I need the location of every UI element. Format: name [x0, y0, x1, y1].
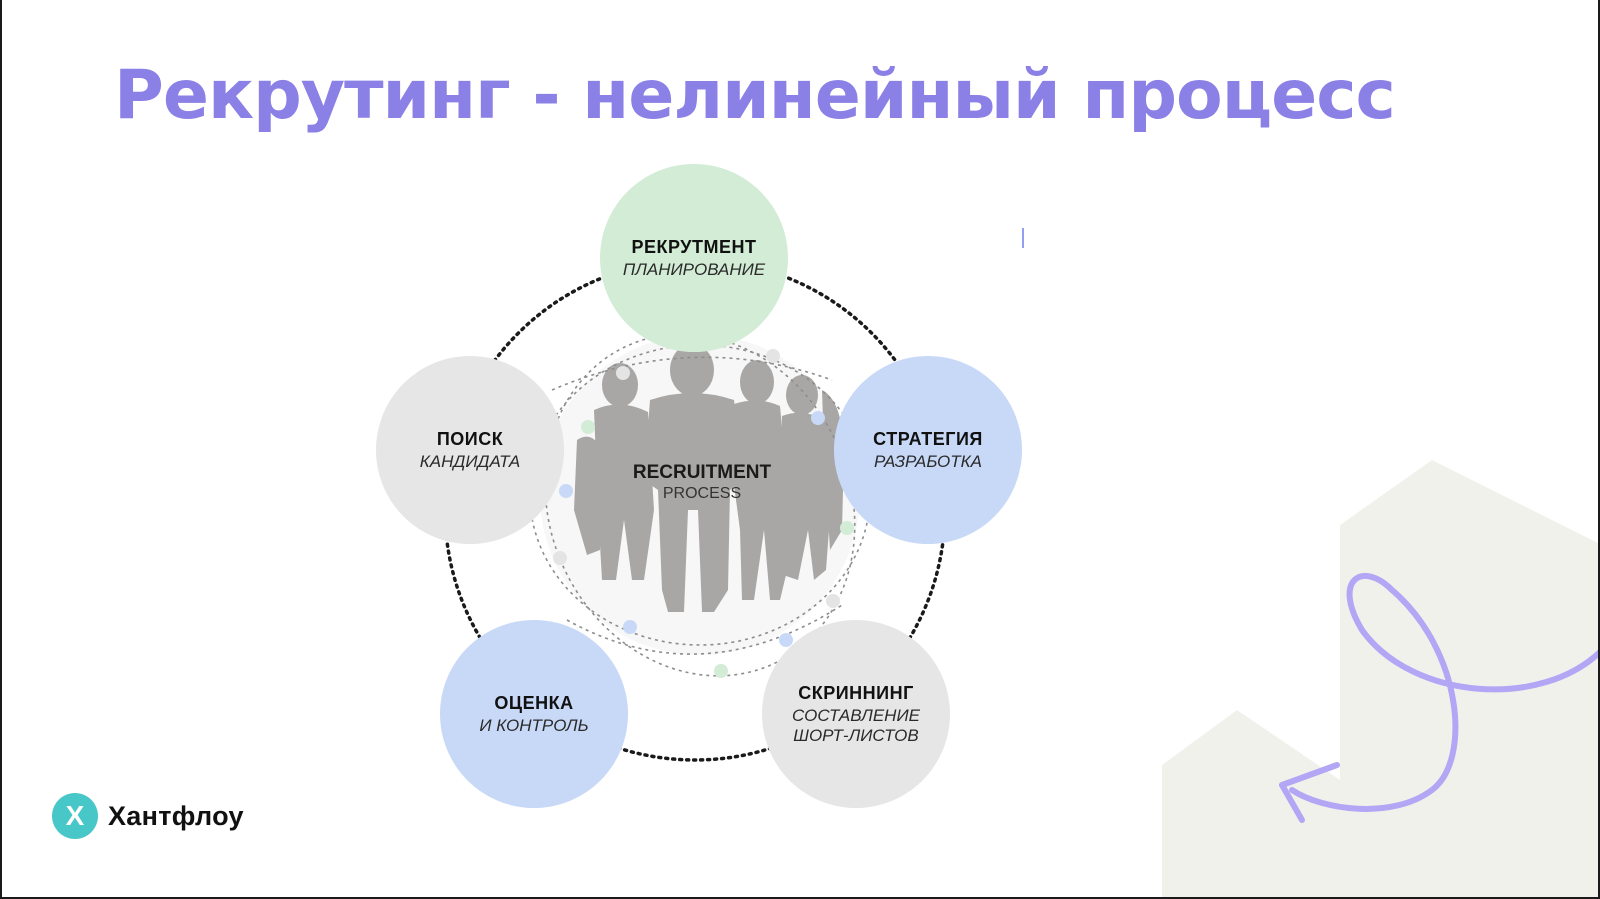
stage-head: ОЦЕНКА: [494, 692, 574, 713]
stage-head: РЕКРУТМЕНТ: [631, 236, 757, 257]
stage-head: ПОИСК: [436, 428, 504, 449]
stage-strategy: СТРАТЕГИЯ РАЗРАБОТКА: [834, 356, 1022, 544]
center-label: RECRUITMENT PROCESS: [602, 462, 802, 503]
stage-head: СТРАТЕГИЯ: [873, 428, 983, 449]
cycle-svg: [443, 258, 947, 762]
stage-head: СКРИННИНГ: [798, 682, 914, 703]
decorative-tick: [1022, 228, 1024, 248]
people-silhouette-icon: [574, 344, 844, 612]
brand: X Хантфлоу: [52, 793, 244, 839]
stage-sub: ШОРТ-ЛИСТОВ: [793, 725, 919, 745]
stage-sub: РАЗРАБОТКА: [873, 451, 983, 471]
recruitment-cycle-diagram: RECRUITMENT PROCESS РЕКРУТМЕНТ ПЛАНИРОВА…: [362, 150, 1042, 840]
stage-planning: РЕКРУТМЕНТ ПЛАНИРОВАНИЕ: [600, 164, 788, 352]
stage-evaluation: ОЦЕНКА И КОНТРОЛЬ: [440, 620, 628, 808]
huntflow-x-logo-icon: X: [52, 793, 98, 839]
stage-sub: СОСТАВЛЕНИЕ: [792, 705, 920, 725]
center-title: RECRUITMENT: [632, 462, 772, 483]
stage-sub: ПЛАНИРОВАНИЕ: [622, 259, 766, 279]
stage-screening: СКРИННИНГ СОСТАВЛЕНИЕ ШОРТ-ЛИСТОВ: [762, 620, 950, 808]
decorative-shape: [1162, 460, 1598, 897]
curved-arrow-icon: [1279, 572, 1598, 823]
orbit-dots: [553, 349, 854, 678]
stage-sub: КАНДИДАТА: [419, 451, 521, 471]
page-title: Рекрутинг - нелинейный процесс: [114, 56, 1396, 135]
stage-sub: И КОНТРОЛЬ: [479, 715, 589, 735]
stage-search: ПОИСК КАНДИДАТА: [376, 356, 564, 544]
center-subtitle: PROCESS: [662, 485, 742, 502]
brand-name: Хантфлоу: [108, 800, 244, 831]
